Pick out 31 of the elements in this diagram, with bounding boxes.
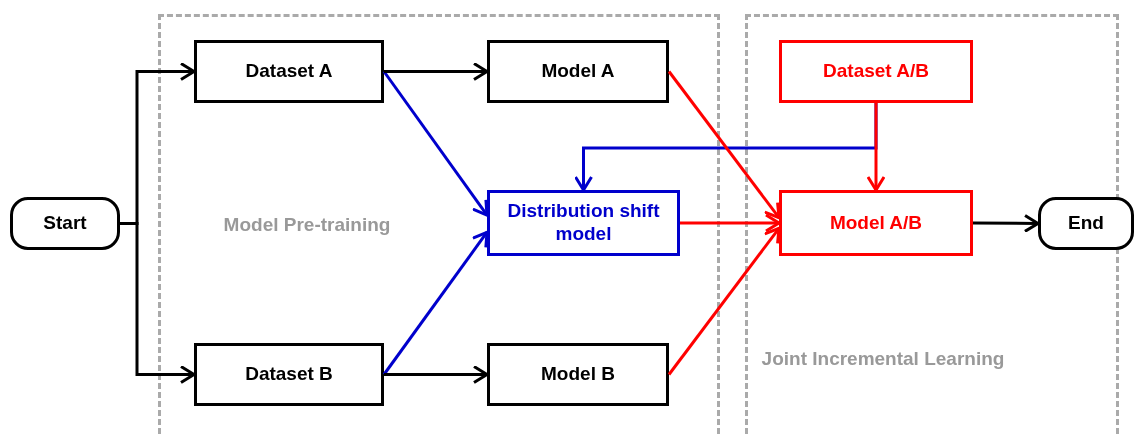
arrow [866, 103, 886, 192]
group-label: Joint Incremental Learning [760, 347, 1006, 371]
node-label: Start [42, 212, 88, 235]
arrow [680, 213, 781, 233]
process-box [194, 40, 384, 103]
node-label: Dataset B [244, 363, 334, 386]
end-terminal [1038, 197, 1134, 250]
node-label: Model B [540, 363, 616, 386]
node-label: Dataset A/B [822, 60, 930, 83]
process-box [779, 190, 973, 256]
dashed-group-region [158, 14, 720, 434]
arrow [384, 365, 489, 384]
arrow [973, 213, 1040, 233]
arrow [382, 70, 489, 217]
process-box [194, 343, 384, 406]
arrow [667, 226, 781, 376]
node-label: Dataset A [244, 60, 334, 83]
node-label: Model A [540, 60, 616, 83]
process-box [487, 190, 680, 256]
process-box [487, 343, 669, 406]
node-label: End [1067, 212, 1105, 235]
group-label: Model Pre-training [222, 213, 392, 237]
process-box [779, 40, 973, 103]
arrow [667, 70, 781, 220]
arrow [382, 230, 489, 376]
start-terminal [10, 197, 120, 250]
arrow [384, 62, 489, 81]
process-box [487, 40, 669, 103]
arrow [120, 222, 196, 384]
node-label: Model A/B [828, 211, 924, 235]
node-label: Distribution shift model [506, 200, 661, 246]
